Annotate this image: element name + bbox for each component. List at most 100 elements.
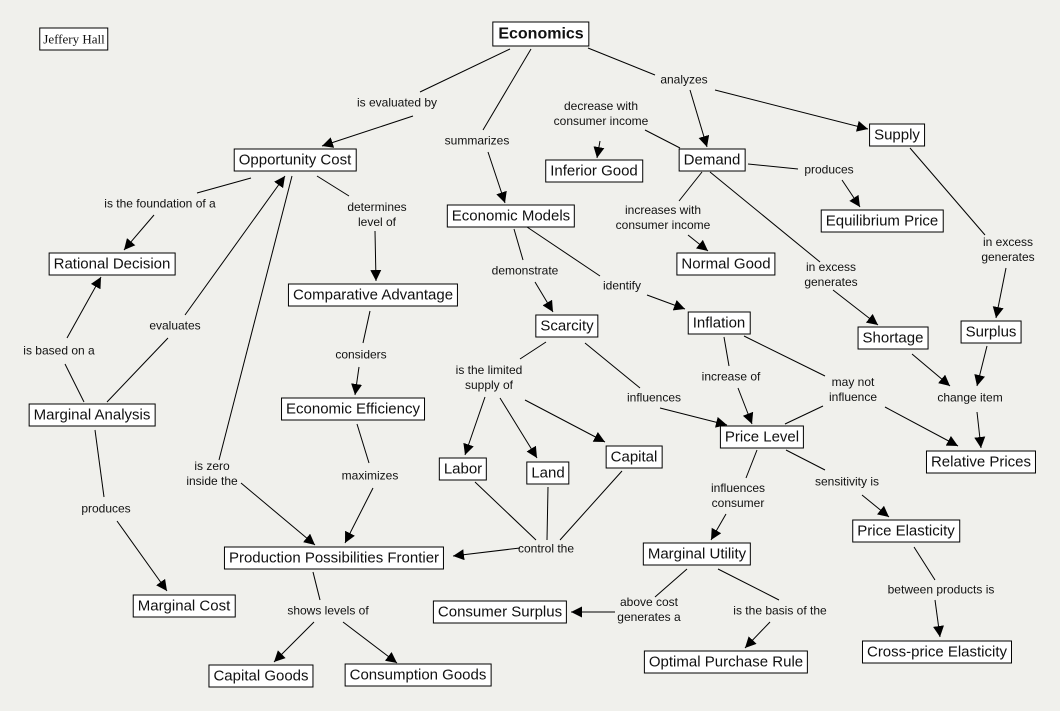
link-line — [546, 486, 549, 541]
link-line — [678, 171, 703, 202]
concept-demand[interactable]: Demand — [678, 148, 746, 172]
concept-scarcity[interactable]: Scarcity — [535, 314, 599, 338]
link-arrow — [344, 487, 374, 544]
concept-consumption-goods[interactable]: Consumption Goods — [344, 663, 492, 687]
link-arrow — [884, 406, 959, 447]
concept-price-level[interactable]: Price Level — [719, 425, 805, 449]
link-line — [654, 568, 688, 598]
link-arrow — [911, 353, 951, 387]
concept-shortage[interactable]: Shortage — [857, 326, 929, 350]
link-arrow — [832, 289, 879, 326]
concept-supply[interactable]: Supply — [869, 123, 925, 147]
link-line — [316, 175, 350, 197]
link-arrow — [487, 151, 507, 204]
link-arrow — [240, 482, 316, 546]
concept-comparative-advantage[interactable]: Comparative Advantage — [287, 283, 459, 307]
link-line — [482, 48, 532, 131]
link-label-in-excess-supply: in excess generates — [981, 235, 1035, 264]
link-label-above-cost: above cost generates a — [617, 595, 681, 624]
concept-ppf[interactable]: Production Possibilities Frontier — [223, 546, 445, 570]
concept-land[interactable]: Land — [526, 461, 570, 485]
link-line — [559, 470, 623, 541]
link-line — [717, 568, 780, 601]
link-arrow — [123, 214, 155, 251]
link-line — [196, 177, 252, 194]
link-arrow — [861, 494, 890, 518]
link-label-evaluates: evaluates — [149, 318, 201, 333]
concept-inferior-good[interactable]: Inferior Good — [545, 159, 643, 183]
link-arrow — [342, 621, 398, 664]
concept-capital-goods[interactable]: Capital Goods — [208, 664, 314, 688]
link-label-considers: considers — [335, 347, 387, 362]
link-line — [106, 337, 169, 403]
concept-inflation[interactable]: Inflation — [687, 311, 751, 335]
link-arrow — [66, 276, 102, 339]
link-line — [747, 163, 799, 170]
link-line — [909, 147, 986, 236]
link-line — [785, 449, 826, 471]
link-label-shows-levels: shows levels of — [287, 603, 369, 618]
concept-marginal-analysis[interactable]: Marginal Analysis — [28, 403, 156, 427]
concept-marginal-utility[interactable]: Marginal Utility — [642, 542, 752, 566]
concept-surplus[interactable]: Surplus — [960, 320, 1022, 344]
link-label-foundation: is the foundation of a — [104, 196, 216, 211]
concept-consumer-surplus[interactable]: Consumer Surplus — [432, 600, 568, 624]
link-label-is-evaluated-by: is evaluated by — [356, 95, 438, 110]
link-arrow — [710, 513, 727, 541]
link-line — [723, 336, 730, 367]
link-label-analyzes: analyzes — [660, 72, 708, 87]
link-arrow — [452, 547, 521, 561]
link-label-identify: identify — [602, 278, 642, 293]
link-line — [419, 48, 511, 93]
concept-labor[interactable]: Labor — [438, 457, 488, 481]
link-arrow — [714, 89, 869, 132]
link-line — [743, 335, 826, 377]
link-label-produces-eq: produces — [804, 162, 854, 177]
link-line — [218, 175, 293, 461]
link-line — [94, 429, 105, 498]
link-line — [474, 481, 537, 541]
link-arrow — [933, 599, 944, 638]
link-arrow — [351, 366, 363, 396]
concept-relative-prices[interactable]: Relative Prices — [925, 450, 1037, 474]
link-arrow — [116, 520, 168, 592]
concept-economic-efficiency[interactable]: Economic Efficiency — [281, 397, 425, 421]
link-line — [64, 363, 85, 403]
link-label-influences-consumer: influences consumer — [710, 481, 766, 510]
link-line — [526, 226, 601, 277]
link-line — [513, 228, 524, 261]
concept-economics[interactable]: Economics — [492, 21, 590, 47]
link-arrow — [499, 397, 538, 459]
concept-capital[interactable]: Capital — [605, 445, 663, 469]
link-line — [519, 341, 547, 360]
concept-normal-good[interactable]: Normal Good — [676, 252, 776, 276]
link-line — [709, 171, 821, 263]
concept-price-elasticity[interactable]: Price Elasticity — [852, 519, 960, 543]
link-arrow — [370, 230, 382, 282]
link-label-is-zero: is zero inside the — [186, 459, 238, 488]
link-line — [784, 405, 824, 425]
link-label-in-excess-demand: in excess generates — [804, 260, 858, 289]
link-label-produces-mc: produces — [81, 501, 131, 516]
link-arrow — [593, 140, 605, 159]
link-line — [584, 342, 641, 389]
concept-opportunity-cost[interactable]: Opportunity Cost — [233, 148, 357, 172]
link-label-change-item: change item — [937, 390, 1003, 405]
concept-equilibrium-price[interactable]: Equilibrium Price — [820, 209, 944, 233]
link-label-sensitivity: sensitivity is — [814, 474, 880, 489]
link-label-basis-of: is the basis of the — [733, 603, 827, 618]
concept-marginal-cost[interactable]: Marginal Cost — [132, 594, 236, 618]
concept-rational-decision[interactable]: Rational Decision — [48, 252, 176, 276]
link-arrow — [689, 89, 710, 148]
link-line — [913, 546, 936, 581]
link-arrow — [974, 411, 986, 449]
link-label-demonstrate: demonstrate — [491, 263, 559, 278]
concept-optimal-purchase-rule[interactable]: Optimal Purchase Rule — [643, 650, 809, 674]
link-arrow — [534, 281, 554, 313]
link-line — [312, 571, 321, 601]
concept-economic-models[interactable]: Economic Models — [446, 204, 576, 228]
link-line — [362, 310, 371, 344]
concept-cross-price-elasticity[interactable]: Cross-price Elasticity — [861, 640, 1013, 664]
link-line — [644, 129, 681, 149]
